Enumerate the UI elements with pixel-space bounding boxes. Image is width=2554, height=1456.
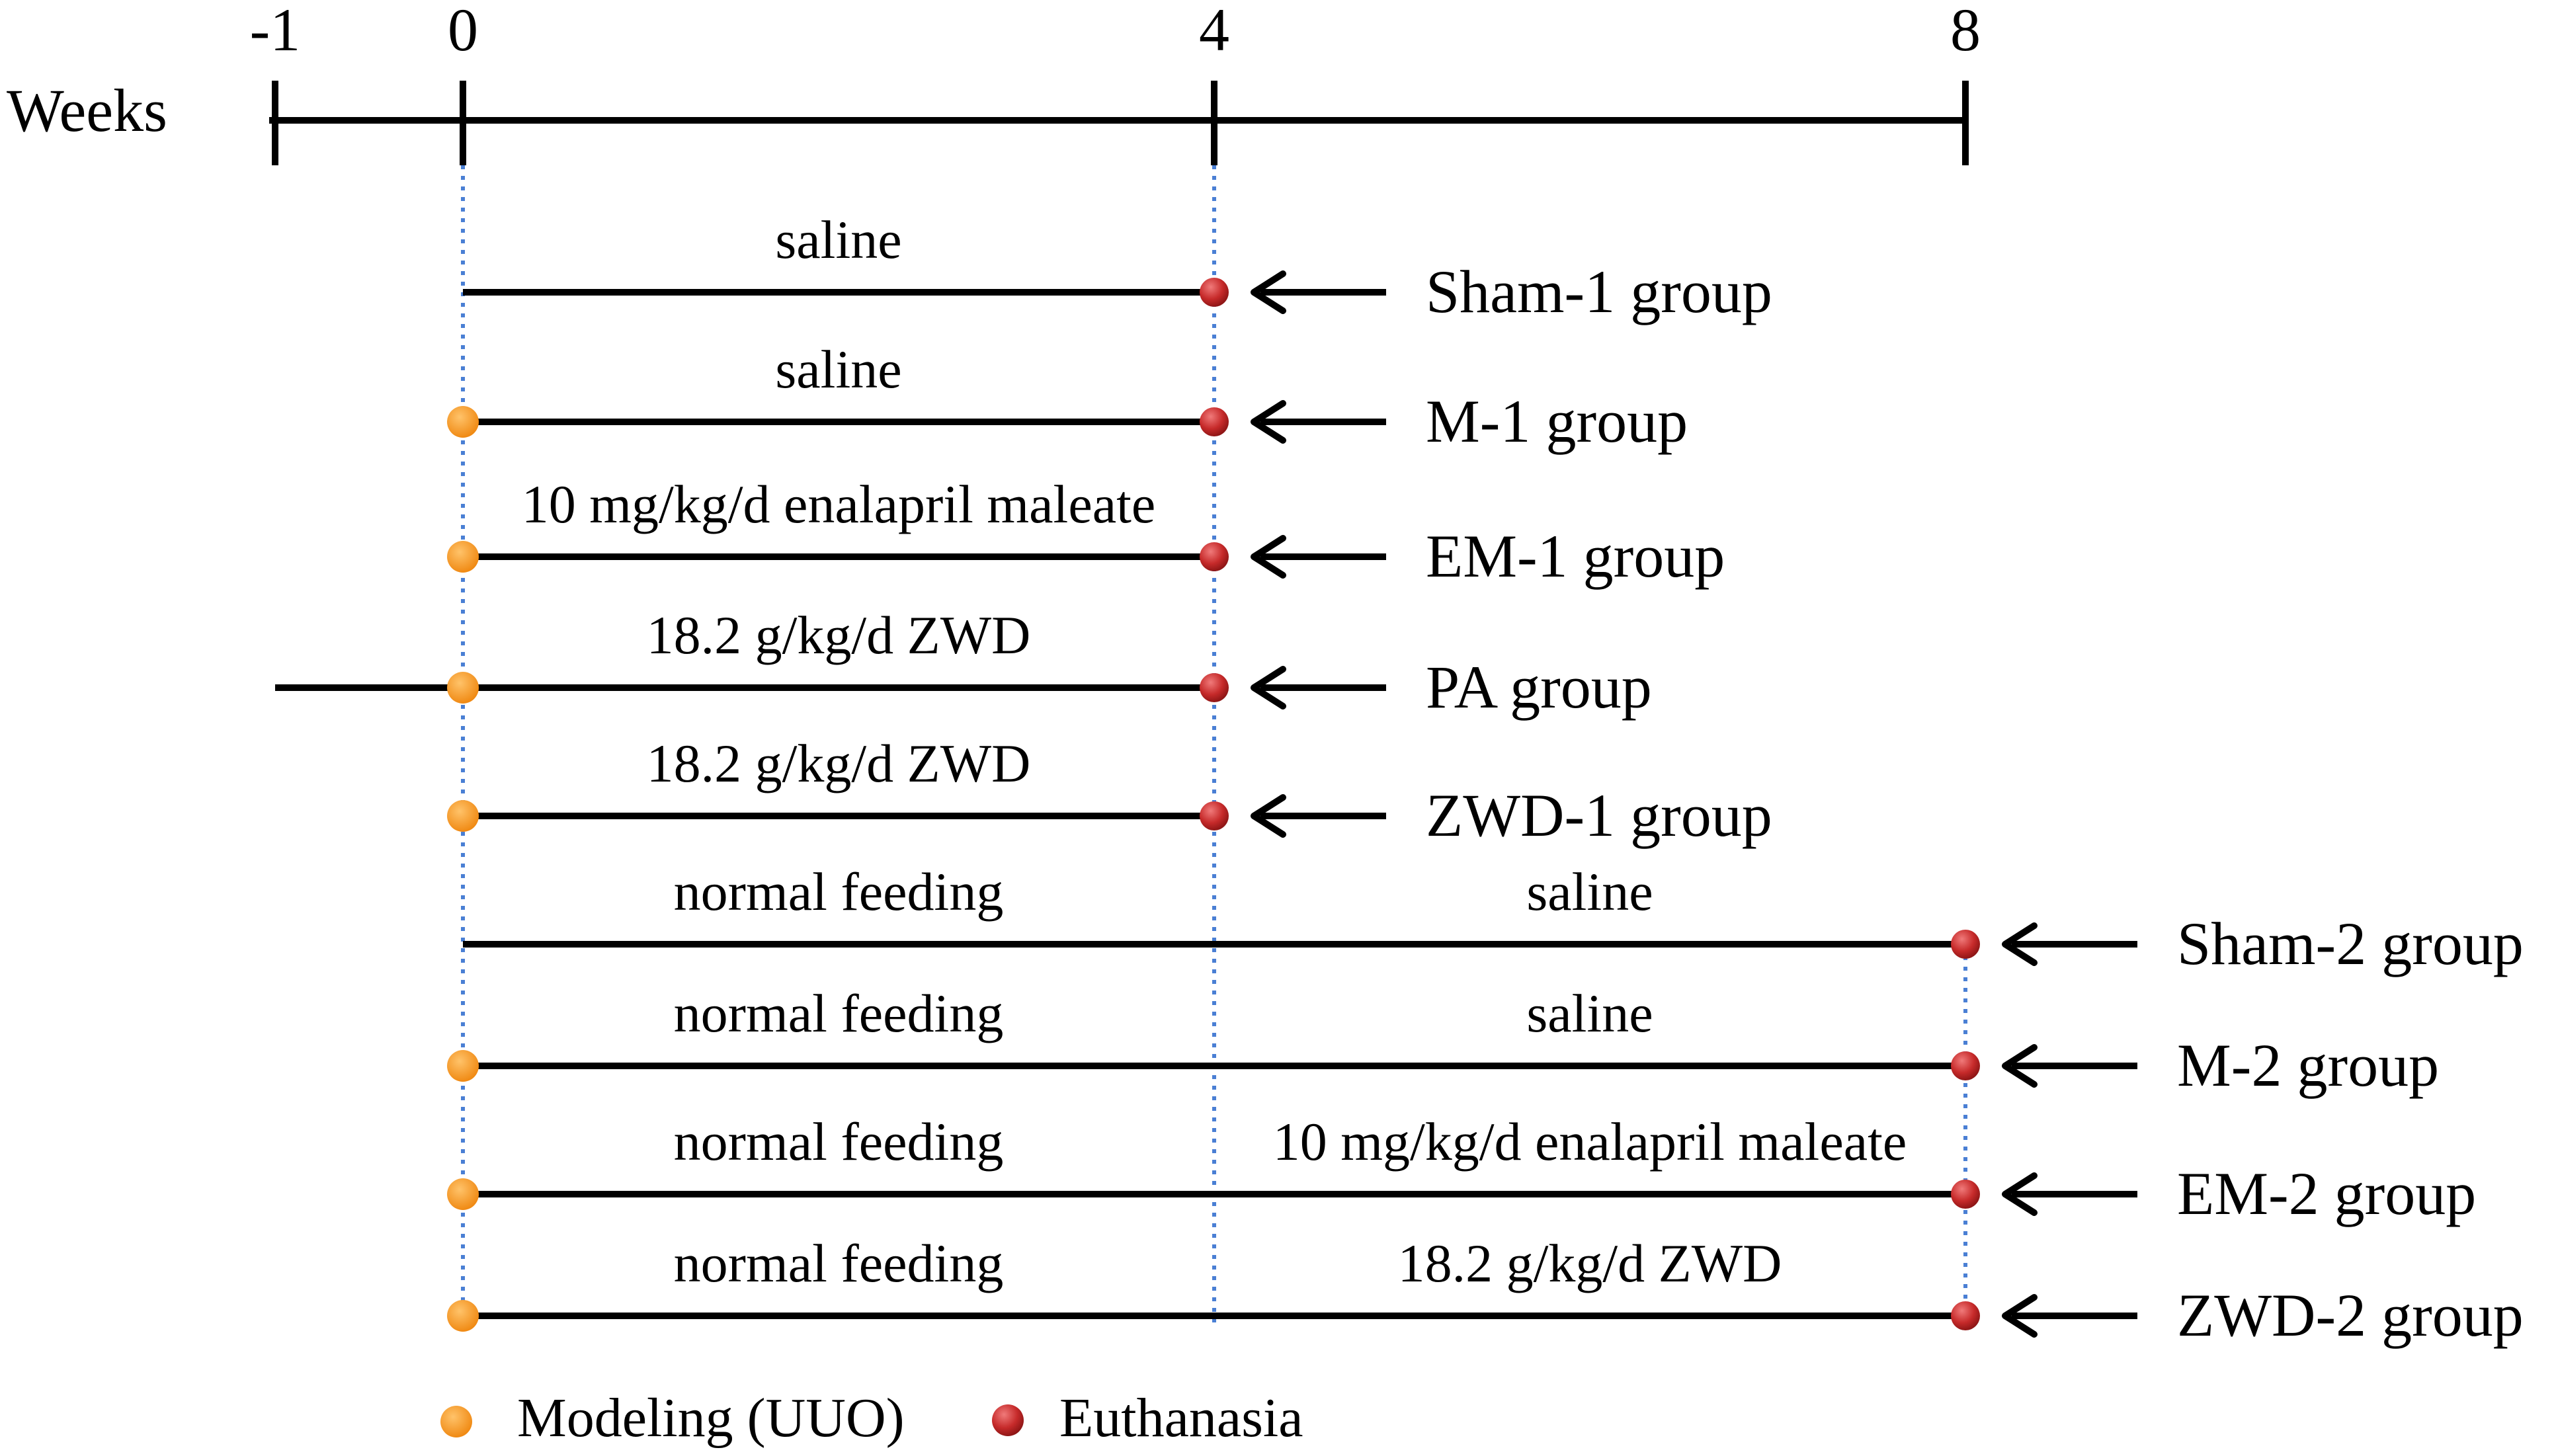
legend: Modeling (UUO) Euthanasia xyxy=(440,1387,1303,1449)
arrow-left-icon xyxy=(2002,1172,2137,1216)
euthanasia-marker-icon xyxy=(1951,1301,1980,1330)
modeling-marker-icon xyxy=(447,1050,479,1082)
group-name: EM-2 group xyxy=(2177,1160,2476,1227)
arrow-left-icon xyxy=(1251,794,1386,838)
euthanasia-marker-icon xyxy=(1200,278,1229,307)
treatment-label: normal feeding xyxy=(674,862,1004,922)
group-row: normal feeding 18.2 g/kg/d ZWD ZWD-2 group xyxy=(447,1233,2524,1349)
group-name: EM-1 group xyxy=(1426,522,1725,590)
modeling-marker-icon xyxy=(447,800,479,832)
modeling-marker-icon xyxy=(447,406,479,438)
group-name: ZWD-1 group xyxy=(1426,782,1772,849)
treatment-label: saline xyxy=(1526,862,1653,922)
arrow-left-icon xyxy=(2002,1044,2137,1088)
euthanasia-marker-icon xyxy=(1200,801,1229,830)
modeling-marker-icon xyxy=(447,1178,479,1210)
treatment-label: saline xyxy=(775,339,901,399)
group-row: 18.2 g/kg/d ZWD ZWD-1 group xyxy=(447,733,1772,849)
group-name: Sham-1 group xyxy=(1426,258,1772,325)
euthanasia-marker-icon xyxy=(1200,407,1229,436)
modeling-marker-icon xyxy=(447,1300,479,1332)
euthanasia-marker-icon xyxy=(1200,673,1229,702)
treatment-label: 18.2 g/kg/d ZWD xyxy=(1398,1233,1782,1293)
treatment-label: normal feeding xyxy=(674,1233,1004,1293)
axis-ticks: -1 0 4 8 xyxy=(250,0,1981,165)
axis-tick-label: 0 xyxy=(448,0,478,63)
axis-tick-label: 4 xyxy=(1199,0,1229,63)
group-name: PA group xyxy=(1426,653,1652,721)
arrow-left-icon xyxy=(1251,535,1386,579)
arrow-left-icon xyxy=(1251,270,1386,314)
group-name: M-1 group xyxy=(1426,387,1688,455)
week-guides xyxy=(461,165,1967,1322)
treatment-label: 18.2 g/kg/d ZWD xyxy=(647,733,1031,793)
euthanasia-marker-icon xyxy=(1951,1180,1980,1209)
euthanasia-marker-icon xyxy=(1951,930,1980,959)
axis-tick-label: 8 xyxy=(1950,0,1981,63)
treatment-label: 18.2 g/kg/d ZWD xyxy=(647,605,1031,665)
axis-tick-label: -1 xyxy=(250,0,301,63)
euthanasia-marker-icon xyxy=(992,1404,1024,1436)
group-row: normal feeding 10 mg/kg/d enalapril malea… xyxy=(447,1112,2476,1227)
arrow-left-icon xyxy=(1251,666,1386,709)
axis-label: Weeks xyxy=(7,77,167,144)
legend-euthanasia-label: Euthanasia xyxy=(1059,1387,1303,1449)
treatment-label: 10 mg/kg/d enalapril maleate xyxy=(1273,1112,1907,1172)
euthanasia-marker-icon xyxy=(1200,542,1229,571)
arrow-left-icon xyxy=(1251,400,1386,444)
group-name: M-2 group xyxy=(2177,1031,2439,1099)
treatment-label: 10 mg/kg/d enalapril maleate xyxy=(522,474,1156,534)
modeling-marker-icon xyxy=(447,541,479,573)
group-row: 18.2 g/kg/d ZWD PA group xyxy=(275,605,1652,721)
arrow-left-icon xyxy=(2002,1294,2137,1338)
modeling-marker-icon xyxy=(447,672,479,704)
treatment-label: saline xyxy=(1526,983,1653,1043)
treatment-label: normal feeding xyxy=(674,983,1004,1043)
euthanasia-marker-icon xyxy=(1951,1051,1980,1080)
group-name: ZWD-2 group xyxy=(2177,1281,2524,1349)
arrow-left-icon xyxy=(2002,922,2137,966)
modeling-marker-icon xyxy=(440,1406,472,1437)
treatment-label: saline xyxy=(775,210,901,270)
legend-modeling-label: Modeling (UUO) xyxy=(517,1387,905,1449)
treatment-label: normal feeding xyxy=(674,1112,1004,1172)
group-name: Sham-2 group xyxy=(2177,910,2524,977)
